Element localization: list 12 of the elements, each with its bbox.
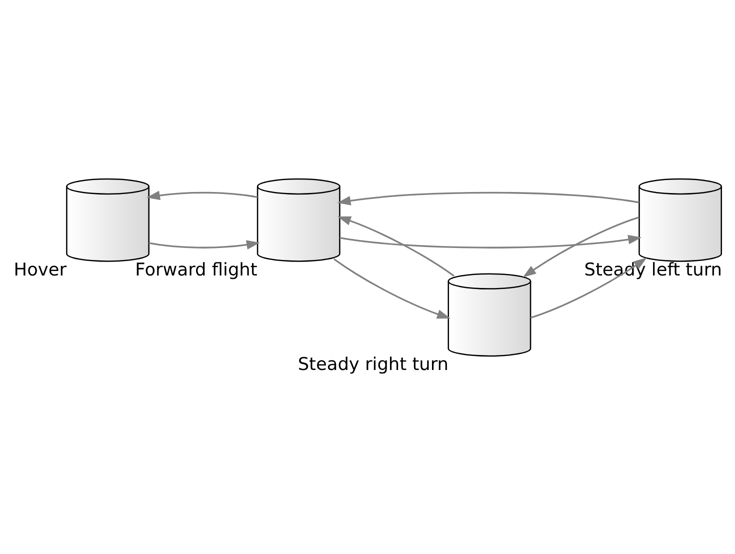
arrow bbox=[340, 234, 642, 248]
node-label: Hover bbox=[14, 260, 67, 280]
arrow bbox=[337, 216, 454, 277]
arrow bbox=[334, 258, 450, 319]
arrow bbox=[337, 192, 640, 206]
arrow bbox=[522, 216, 640, 278]
arrow bbox=[530, 258, 647, 319]
node-label: Steady right turn bbox=[298, 355, 449, 376]
node-label: Steady left turn bbox=[584, 260, 722, 280]
node-label: Forward flight bbox=[135, 260, 258, 280]
arrow bbox=[146, 190, 258, 200]
arrow bbox=[148, 240, 260, 250]
